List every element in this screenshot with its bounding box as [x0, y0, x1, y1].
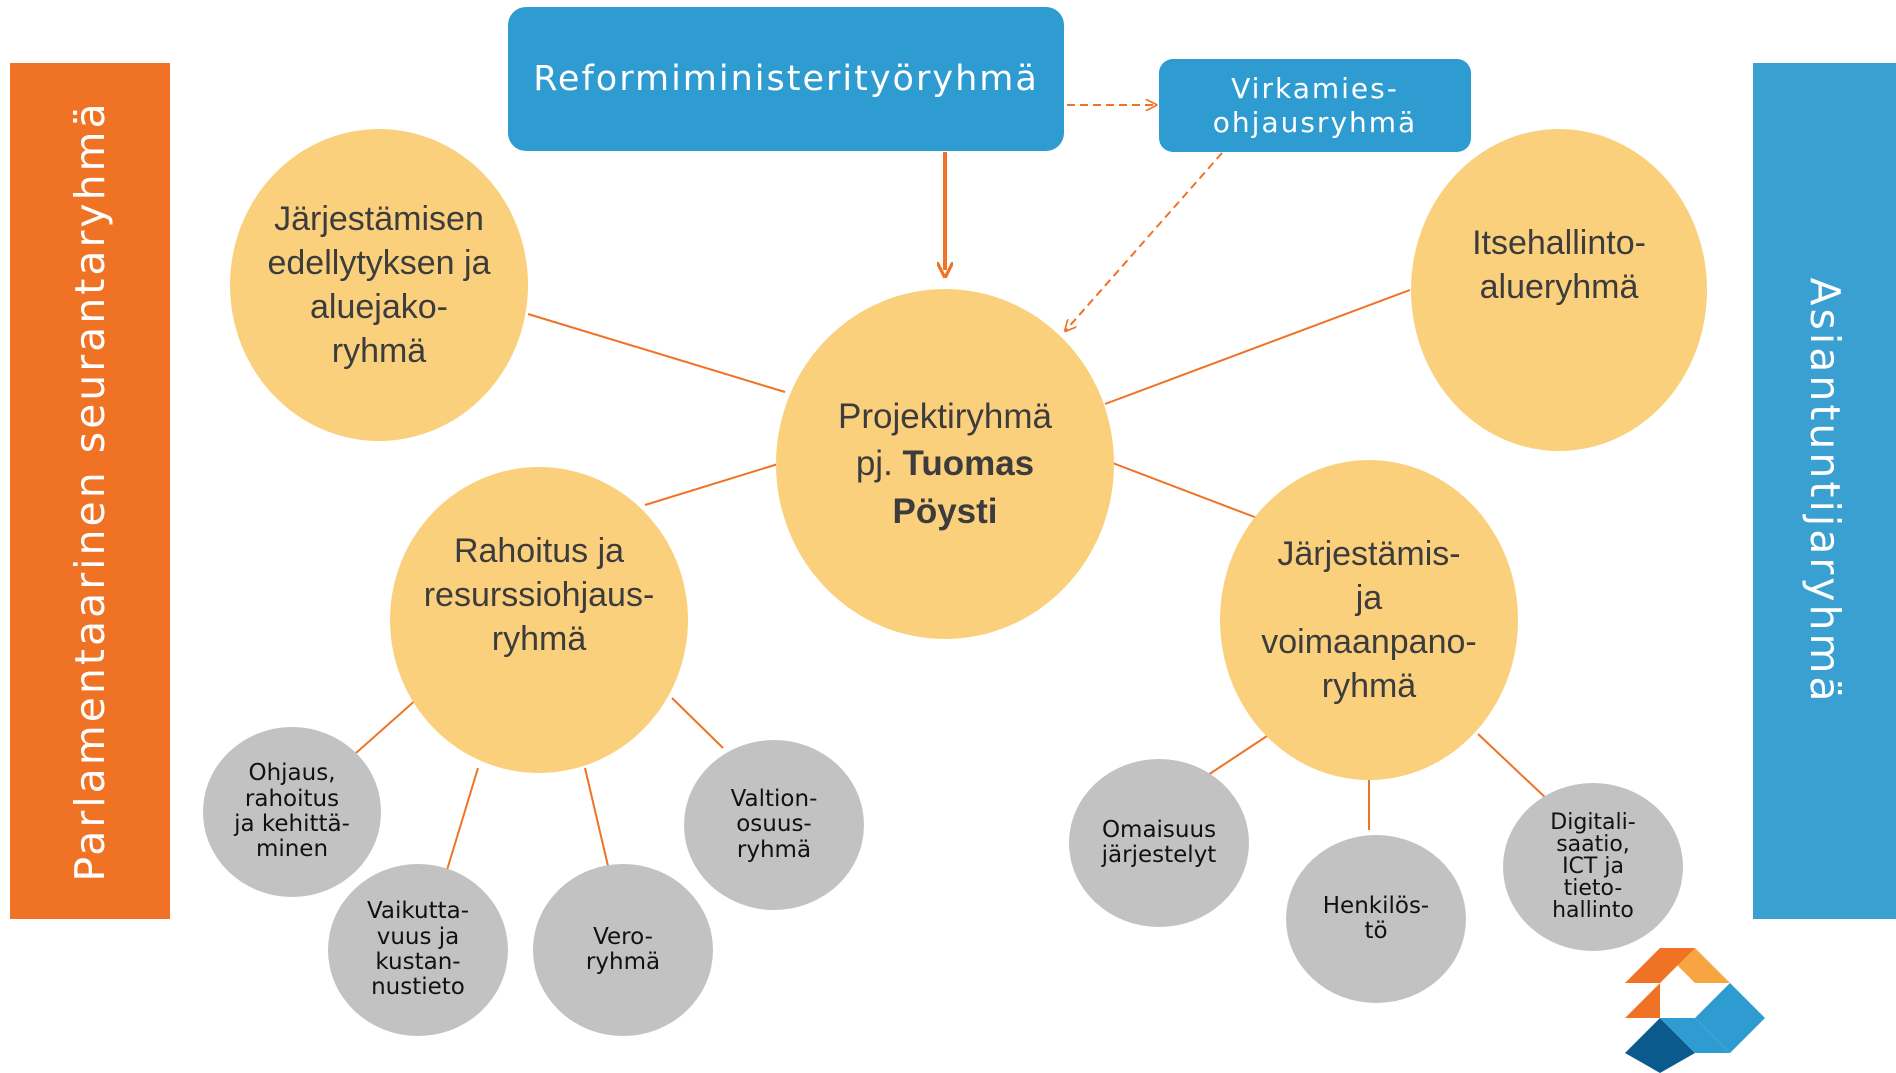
node-itsehallinto: Itsehallinto- alueryhmä: [1411, 129, 1707, 451]
node-jarjestamisen-label: Järjestämisen edellytyksen ja aluejako- …: [267, 199, 491, 371]
projektiryhma-chair: pj. Tuomas: [838, 440, 1052, 487]
node-ohjaus: Ohjaus, rahoitus ja kehittä- minen: [203, 727, 381, 897]
node-rahoitus: Rahoitus ja resurssiohjaus- ryhmä: [390, 467, 688, 773]
node-voimaanpano: Järjestämis- ja voimaanpano- ryhmä: [1220, 460, 1518, 780]
official-steering-group-box: Virkamies- ohjausryhmä: [1159, 59, 1471, 152]
arrow-virk-to-projekti: [1066, 152, 1223, 330]
node-vaikuttavuus-label: Vaikutta- vuus ja kustan- nustieto: [366, 898, 470, 1001]
node-omaisuus-label: Omaisuus järjestelyt: [1101, 816, 1217, 868]
chair-prefix: pj.: [855, 444, 903, 484]
node-rahoitus-label: Rahoitus ja resurssiohjaus- ryhmä: [423, 531, 655, 659]
node-veroryhma-label: Vero- ryhmä: [585, 923, 661, 975]
official-steering-group-label: Virkamies- ohjausryhmä: [1212, 71, 1418, 139]
node-veroryhma: Vero- ryhmä: [533, 864, 713, 1036]
parliamentary-monitoring-group-bar: Parlamentaarinen seurantaryhmä: [10, 63, 170, 919]
node-henkilosto: Henkilös- tö: [1286, 835, 1466, 1003]
node-valtionosuus: Valtion- osuus- ryhmä: [684, 740, 864, 910]
connector-vero: [584, 767, 609, 867]
connector-itsehallinto: [1104, 289, 1411, 405]
expert-group-label: Asiantuntijaryhmä: [1800, 277, 1849, 705]
node-digitalisaatio-label: Digitali- saatio, ICT ja tieto- hallinto: [1550, 810, 1636, 923]
reform-ministerial-group-label: Reformiministerityöryhmä: [533, 59, 1039, 99]
connector-voimaanpano: [1109, 461, 1266, 522]
node-valtionosuus-label: Valtion- osuus- ryhmä: [730, 786, 818, 863]
node-itsehallinto-label: Itsehallinto- alueryhmä: [1472, 223, 1646, 306]
connector-omaisuus: [1207, 733, 1271, 776]
expert-group-bar: Asiantuntijaryhmä: [1753, 63, 1896, 919]
connector-vaikuttavuus: [446, 767, 479, 871]
node-omaisuus: Omaisuus järjestelyt: [1069, 759, 1249, 927]
node-projektiryhma: Projektiryhmä pj. Tuomas Pöysti: [776, 289, 1114, 639]
chair-last-name: Pöysti: [892, 491, 998, 531]
connector-rahoitus: [644, 463, 779, 506]
node-vaikuttavuus: Vaikutta- vuus ja kustan- nustieto: [328, 864, 508, 1036]
chair-first-name: Tuomas: [902, 444, 1035, 484]
node-henkilosto-label: Henkilös- tö: [1322, 892, 1430, 944]
reform-ministerial-group-box: Reformiministerityöryhmä: [508, 7, 1064, 151]
node-voimaanpano-label: Järjestämis- ja voimaanpano- ryhmä: [1261, 534, 1477, 706]
node-digitalisaatio: Digitali- saatio, ICT ja tieto- hallinto: [1503, 783, 1683, 951]
connector-valtionosuus: [671, 697, 724, 749]
connector-ohjaus: [355, 697, 419, 754]
ministry-logo-icon: [1625, 948, 1765, 1073]
connector-jarjestamisen: [527, 313, 786, 393]
node-jarjestamisen-edellytys: Järjestämisen edellytyksen ja aluejako- …: [230, 129, 528, 441]
node-projektiryhma-label: Projektiryhmä pj. Tuomas Pöysti: [838, 393, 1052, 535]
connector-digitalisaatio: [1477, 733, 1549, 801]
parliamentary-monitoring-group-label: Parlamentaarinen seurantaryhmä: [66, 100, 114, 882]
projektiryhma-title: Projektiryhmä: [838, 397, 1052, 437]
node-ohjaus-label: Ohjaus, rahoitus ja kehittä- minen: [234, 760, 350, 863]
